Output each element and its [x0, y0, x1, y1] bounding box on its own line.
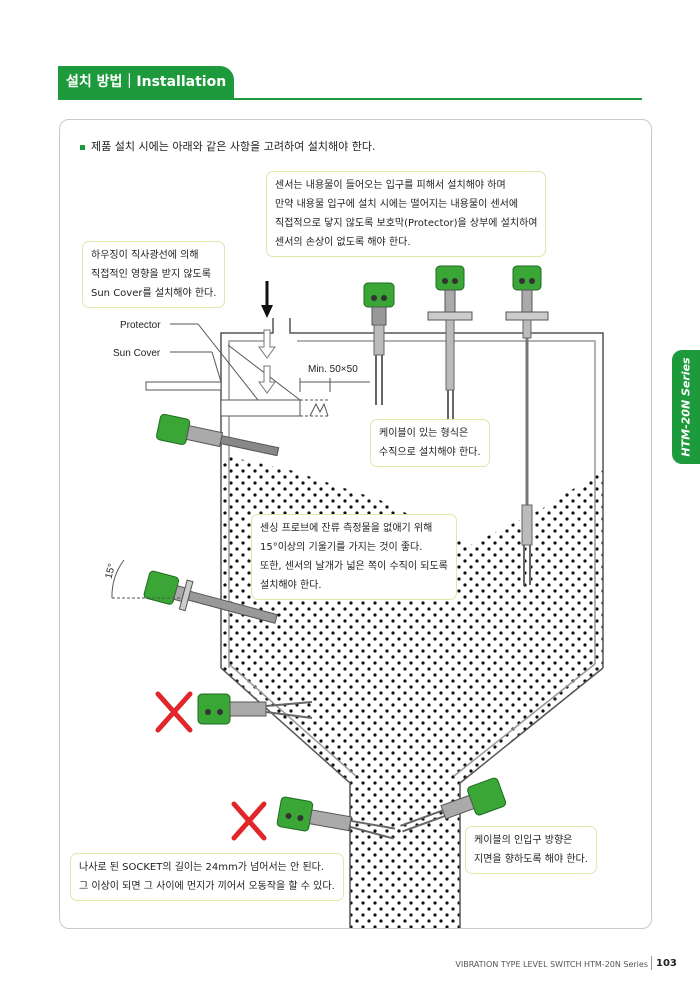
intro-label: 제품 설치 시에는 아래와 같은 사항을 고려하여 설치해야 한다. [91, 140, 376, 153]
content-frame [59, 119, 652, 929]
sensor-wrong-2 [276, 796, 396, 840]
callout-tilt: 센싱 프로브에 잔류 측정물을 없애기 위해 15°이상의 기울기를 가지는 것… [251, 514, 457, 600]
callout-cable-direction: 케이블의 인입구 방향은 지면을 향하도록 해야 한다. [465, 826, 597, 874]
min-size-label: Min. 50×50 [308, 364, 358, 375]
header-rule [58, 98, 642, 100]
sun-cover-bar [145, 381, 222, 391]
callout-cable-vertical: 케이블이 있는 형식은 수직으로 설치해야 한다. [370, 419, 490, 467]
bullet-icon [80, 144, 85, 150]
sun-cover-label: Sun Cover [113, 348, 161, 359]
footer-divider [651, 956, 652, 970]
cross-icon [155, 691, 193, 733]
protector-label: Protector [120, 320, 161, 331]
intro-text: 제품 설치 시에는 아래와 같은 사항을 고려하여 설치해야 한다. [80, 138, 375, 154]
sensor-top-flange [427, 265, 473, 435]
sensor-top-cable [505, 265, 549, 585]
callout-sun-cover: 하우징이 직사광선에 의해 직접적인 영향을 받지 않도록 Sun Cover를… [82, 241, 226, 308]
sensor-tilted [143, 570, 278, 624]
callout-protector: 센서는 내용물이 들어오는 입구를 피해서 설치해야 하며 만약 내용물 입구에… [266, 171, 547, 257]
tank-outline [220, 318, 604, 928]
sensor-side-upper [156, 413, 280, 457]
series-side-tab: HTM-20N Series [672, 350, 700, 464]
callout-socket: 나사로 된 SOCKET의 길이는 24mm가 넘어서는 안 된다. 그 이상이… [70, 853, 344, 901]
sensor-correct-bottom [400, 777, 507, 833]
footer-text: VIBRATION TYPE LEVEL SWITCH HTM-20N Seri… [455, 960, 648, 969]
angle-label: 15° [103, 563, 118, 580]
protector-plate [220, 399, 301, 417]
sensor-wrong-1 [197, 693, 313, 725]
section-header: 설치 방법｜Installation [58, 66, 234, 98]
cross-icon [231, 801, 267, 841]
page-number: 103 [656, 958, 677, 969]
sensor-top-threaded [363, 282, 395, 405]
